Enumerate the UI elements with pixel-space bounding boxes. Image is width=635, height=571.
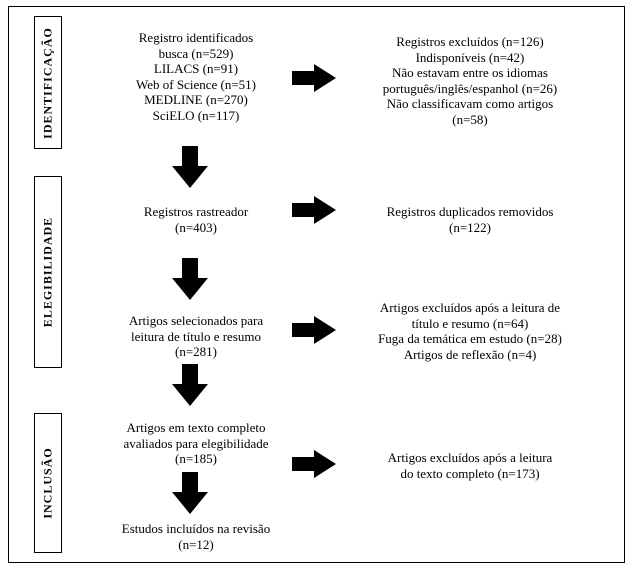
exclusion-line: título e resumo (n=64) <box>411 315 529 331</box>
step-line: LILACS (n=91) <box>153 61 239 76</box>
step-tracked: Registros rastreador (n=403) <box>96 204 296 235</box>
step-line: Registro identificados <box>138 30 254 45</box>
exclusion-line: Não estavam entre os idiomas <box>392 65 548 80</box>
step-line: Artigos em texto completo <box>126 420 266 435</box>
exclusion-line: do texto completo (n=173) <box>400 465 540 481</box>
arrow-down-2-icon <box>172 258 208 300</box>
arrow-right-4-icon <box>292 450 336 478</box>
exclusion-line: Não classificavam como artigos <box>386 96 554 111</box>
step-line: Web of Science (n=51) <box>136 76 256 92</box>
exclusion-full-text: Artigos excluídos após a leitura do text… <box>350 450 590 481</box>
arrow-right-1-icon <box>292 64 336 92</box>
step-line: (n=12) <box>178 536 214 552</box>
exclusion-line: Fuga da temática em estudo (n=28) <box>378 331 562 346</box>
phase-elegibilidade-label: ELEGIBILIDADE <box>40 216 55 328</box>
exclusion-line: Registros duplicados removidos <box>386 204 554 219</box>
arrow-down-4-icon <box>172 472 208 514</box>
phase-identificacao: IDENTIFICAÇÃO <box>34 16 62 149</box>
step-identified: Registro identificados busca (n=529) LIL… <box>96 30 296 123</box>
phase-elegibilidade: ELEGIBILIDADE <box>34 176 62 368</box>
phase-identificacao-label: IDENTIFICAÇÃO <box>40 26 55 139</box>
phase-inclusao: INCLUSÃO <box>34 413 62 553</box>
exclusion-line: Artigos de reflexão (n=4) <box>403 346 537 362</box>
arrow-down-1-icon <box>172 146 208 188</box>
phase-inclusao-label: INCLUSÃO <box>40 447 55 519</box>
step-line: MEDLINE (n=270) <box>144 92 248 107</box>
step-line: (n=281) <box>175 344 217 359</box>
step-included: Estudos incluídos na revisão (n=12) <box>96 521 296 552</box>
step-line: Artigos selecionados para <box>128 313 264 328</box>
exclusion-duplicates: Registros duplicados removidos (n=122) <box>350 204 590 235</box>
step-full-text: Artigos em texto completo avaliados para… <box>96 420 296 467</box>
diagram-frame <box>8 6 625 563</box>
arrow-down-3-icon <box>172 364 208 406</box>
step-line: leitura de título e resumo <box>131 328 261 344</box>
step-line: Registros rastreador <box>143 204 249 219</box>
arrow-right-2-icon <box>292 196 336 224</box>
exclusion-line: (n=122) <box>449 219 491 235</box>
exclusion-line: português/inglês/espanhol (n=26) <box>382 80 558 96</box>
step-line: (n=403) <box>175 219 217 235</box>
step-line: avaliados para elegibilidade <box>123 435 269 451</box>
step-line: (n=185) <box>175 451 217 466</box>
step-line: busca (n=529) <box>158 45 234 61</box>
exclusion-title-abstract: Artigos excluídos após a leitura de títu… <box>345 300 595 362</box>
exclusion-line: Artigos excluídos após a leitura de <box>379 300 561 315</box>
exclusion-line: Registros excluídos (n=126) <box>396 34 544 49</box>
step-selected: Artigos selecionados para leitura de tít… <box>96 313 296 360</box>
exclusion-line: (n=58) <box>452 111 488 127</box>
exclusion-excluded: Registros excluídos (n=126) Indisponívei… <box>350 34 590 127</box>
exclusion-line: Artigos excluídos após a leitura <box>387 450 553 465</box>
exclusion-line: Indisponíveis (n=42) <box>415 49 525 65</box>
step-line: SciELO (n=117) <box>152 107 240 123</box>
step-line: Estudos incluídos na revisão <box>121 521 271 536</box>
arrow-right-3-icon <box>292 316 336 344</box>
